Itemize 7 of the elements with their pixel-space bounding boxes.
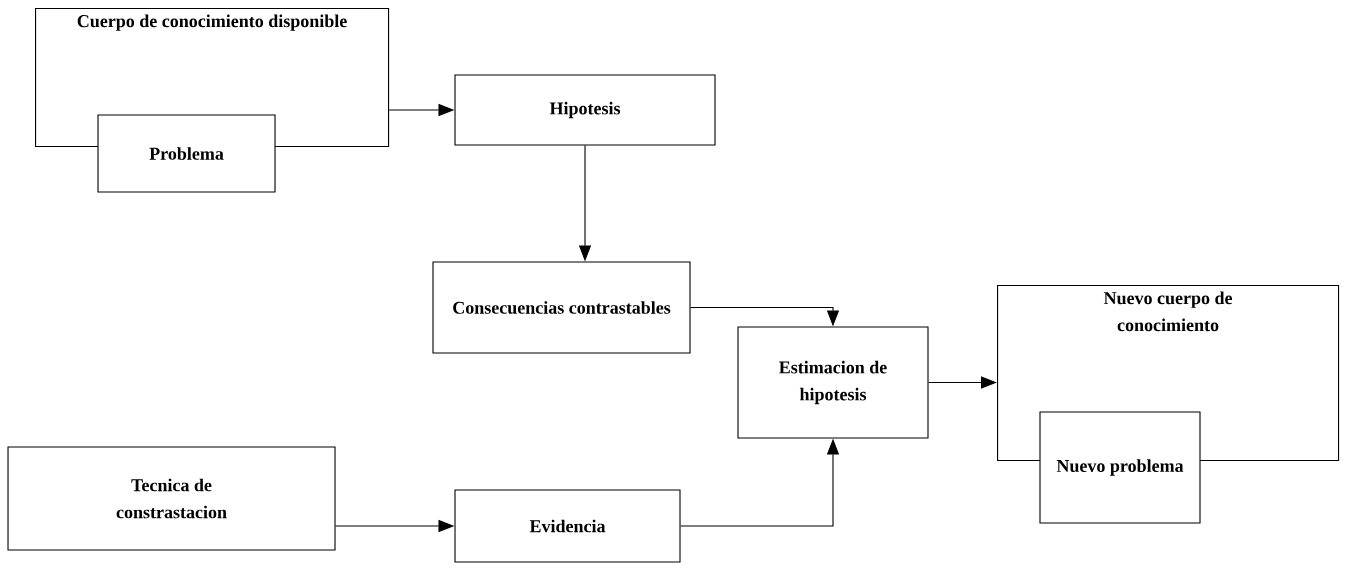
process-box: Consecuencias contrastables [432, 261, 691, 354]
process-box: Nuevo problema [1039, 411, 1201, 524]
process-box: Tecnica de constrastacion [7, 446, 336, 551]
process-box: Evidencia [454, 489, 681, 563]
process-box: Hipotesis [454, 74, 716, 146]
process-box: Estimacion de hipotesis [737, 326, 929, 439]
process-box: Problema [97, 114, 276, 193]
